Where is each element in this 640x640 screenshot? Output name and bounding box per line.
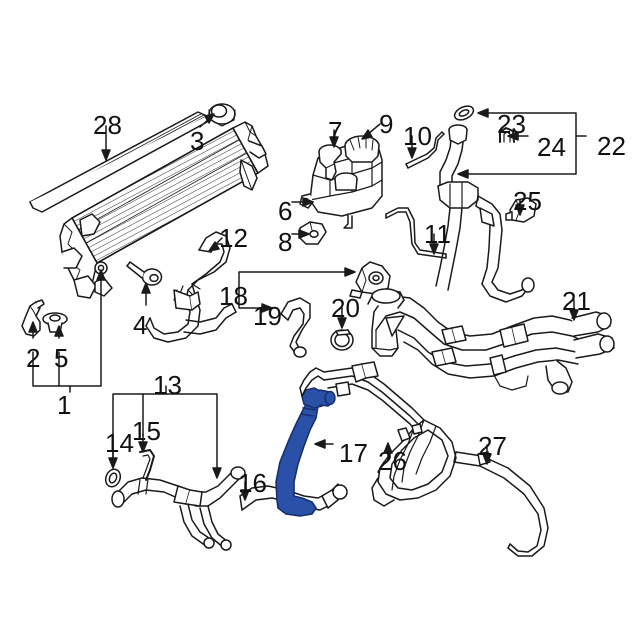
callout-15[interactable]: 15 bbox=[132, 416, 161, 446]
part-9-pressure-cap bbox=[344, 135, 380, 163]
part-7-level-sensor bbox=[318, 144, 342, 181]
callout-17[interactable]: 17 bbox=[339, 438, 368, 468]
part-11-vent-tube-long bbox=[385, 207, 447, 259]
callout-20[interactable]: 20 bbox=[331, 293, 360, 323]
callout-22[interactable]: 22 bbox=[597, 131, 626, 161]
part-5-drain-plug bbox=[42, 312, 68, 333]
callout-8[interactable]: 8 bbox=[278, 227, 293, 257]
callout-10[interactable]: 10 bbox=[403, 121, 432, 151]
part-21-heater-manifold bbox=[367, 288, 615, 395]
part-19-bypass-hose bbox=[280, 297, 311, 358]
callout-26[interactable]: 26 bbox=[378, 446, 407, 476]
callout-24[interactable]: 24 bbox=[537, 132, 566, 162]
callout-25[interactable]: 25 bbox=[513, 186, 542, 216]
callout-18[interactable]: 18 bbox=[219, 281, 248, 311]
callout-28[interactable]: 28 bbox=[93, 110, 122, 140]
callout-23[interactable]: 23 bbox=[497, 109, 526, 139]
callout-14[interactable]: 14 bbox=[105, 428, 134, 458]
callout-12[interactable]: 12 bbox=[219, 223, 248, 253]
callout-9[interactable]: 9 bbox=[379, 109, 394, 139]
callout-6[interactable]: 6 bbox=[278, 196, 293, 226]
part-4-mount-pin bbox=[126, 261, 163, 286]
part-20-hose-clamp bbox=[330, 329, 354, 351]
part-13-lower-hose-assembly bbox=[111, 466, 246, 551]
callout-4[interactable]: 4 bbox=[133, 310, 148, 340]
part-27-oil-cooler-lines bbox=[299, 361, 549, 557]
callout-1[interactable]: 1 bbox=[57, 390, 72, 420]
callout-7[interactable]: 7 bbox=[328, 116, 343, 146]
part-8-tank-bracket bbox=[299, 221, 327, 245]
callout-16[interactable]: 16 bbox=[238, 468, 267, 498]
callout-3[interactable]: 3 bbox=[190, 126, 205, 156]
part-28-air-deflector bbox=[29, 111, 208, 213]
callout-11[interactable]: 11 bbox=[424, 219, 451, 249]
part-23-filler-seal bbox=[453, 105, 475, 121]
callout-2[interactable]: 2 bbox=[26, 343, 41, 373]
part-17-highlighted-hose bbox=[275, 387, 336, 517]
callout-13[interactable]: 13 bbox=[153, 370, 182, 400]
part-25-support-clamp bbox=[505, 197, 537, 223]
part-16-heater-outlet-hose bbox=[239, 483, 348, 511]
filler-neck-tube bbox=[435, 124, 535, 303]
part-14-o-ring bbox=[104, 468, 122, 488]
callout-5[interactable]: 5 bbox=[54, 343, 69, 373]
callout-19[interactable]: 19 bbox=[253, 301, 282, 331]
part-15-retaining-clip bbox=[139, 449, 155, 481]
callout-27[interactable]: 27 bbox=[478, 431, 507, 461]
part-1-radiator bbox=[59, 121, 269, 299]
callout-21[interactable]: 21 bbox=[562, 286, 591, 316]
part-18-thermostat-bracket bbox=[349, 261, 391, 299]
part-12-upper-hose bbox=[145, 231, 237, 343]
part-10-vent-tube-short bbox=[405, 131, 445, 169]
